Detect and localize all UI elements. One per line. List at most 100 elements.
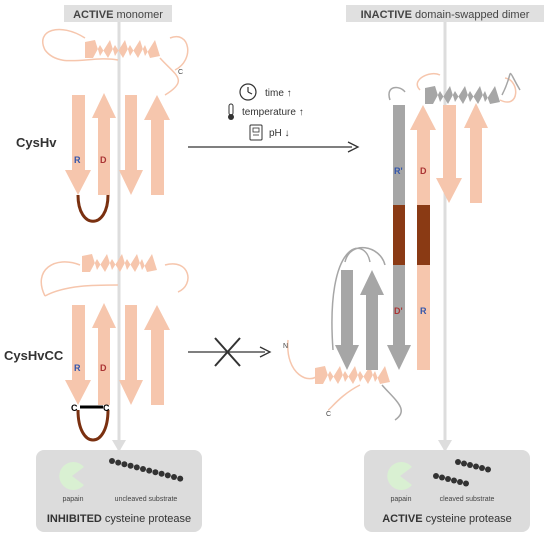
residue-d: D (100, 155, 107, 165)
substrate-bead (451, 477, 457, 484)
thermometer-icon (228, 103, 234, 120)
c-terminus-label: C (178, 69, 183, 76)
substrate-bead (121, 461, 128, 468)
substrate-bead (158, 470, 165, 477)
papain-icon (59, 462, 84, 490)
panel-title: ACTIVE cysteine protease (382, 513, 512, 525)
cross-icon (214, 337, 241, 367)
cyshvcc-label: CysHvCC (4, 348, 64, 363)
substrate-bead (467, 462, 473, 468)
residue-r-prime: R' (394, 166, 403, 176)
substrate-bead (433, 473, 439, 479)
cyshv-label: CysHv (16, 135, 57, 150)
substrate-bead (479, 465, 485, 471)
strand-d-peach-up (410, 105, 436, 205)
substrate-bead (177, 475, 184, 482)
substrate-bead (109, 458, 115, 464)
enzyme-label: papain (390, 496, 411, 503)
dimer-structure: R' D D' R N C (283, 72, 521, 421)
substrate-chain-cleaved (433, 459, 491, 487)
dark-loop (76, 194, 110, 223)
residue-r: R (74, 155, 81, 165)
alpha-helix (315, 366, 390, 384)
substrate-bead (473, 463, 479, 470)
clock-icon (239, 83, 257, 101)
enzyme-label: papain (62, 496, 83, 503)
loop-line (44, 284, 119, 297)
blocked-arrowhead (259, 346, 272, 358)
alpha-helix (82, 254, 157, 272)
condition-temperature: temperature ↑ (242, 107, 304, 118)
substrate-bead (164, 472, 171, 479)
left-axis-arrowhead (112, 440, 126, 452)
inhibited-panel: papain uncleaved substrate INHIBITED cys… (36, 450, 202, 532)
strand-brown-segment (417, 205, 430, 265)
beta-strand-d-up (92, 93, 116, 195)
substrate-bead (439, 474, 445, 481)
substrate-bead (127, 462, 134, 469)
left-header: ACTIVE monomer (73, 9, 163, 21)
beta-strand-down (436, 105, 462, 203)
cyshvcc-monomer: C C R D (40, 254, 189, 442)
substrate-bead (457, 479, 463, 485)
strand-r-peach-bottom (417, 265, 430, 370)
cyshv-monomer: R D C (42, 28, 189, 223)
substrate-bead (455, 459, 461, 465)
strand-brown-segment (393, 205, 405, 265)
substrate-chain-uncleaved (109, 458, 184, 482)
active-panel: papain cleaved substrate ACTIVE cysteine… (364, 450, 530, 532)
substrate-bead (171, 474, 177, 480)
beta-strand-down (119, 305, 143, 405)
residue-d-prime: D' (394, 306, 403, 316)
beta-strand-gray-down (335, 270, 359, 370)
conversion-arrowhead (347, 141, 360, 153)
residue-d: D (420, 166, 427, 176)
right-header-box (346, 5, 544, 22)
beta-strand-up (144, 95, 170, 195)
beta-strand-up (464, 103, 488, 203)
beta-strand-r-down (65, 95, 91, 195)
substrate-bead (445, 476, 451, 482)
substrate-bead (146, 467, 153, 474)
residue-r: R (74, 363, 81, 373)
right-axis-arrowhead (438, 440, 452, 452)
beta-strand-d-up (92, 303, 116, 405)
c-terminus-label: C (326, 411, 331, 418)
substrate-bead (133, 464, 140, 471)
condition-ph: pH ↓ (269, 128, 290, 139)
beta-strand-up (144, 305, 170, 405)
left-header-box (64, 5, 172, 22)
loop-line (388, 72, 521, 101)
alpha-helix (85, 40, 160, 58)
papain-icon (387, 462, 412, 490)
beta-strand-r-down (65, 305, 91, 405)
beta-strand-down (119, 95, 143, 195)
residue-r: R (420, 306, 427, 316)
n-terminus-label: N (283, 343, 288, 350)
dark-loop (76, 409, 110, 442)
right-header: INACTIVE domain-swapped dimer (361, 9, 530, 21)
substrate-label: cleaved substrate (440, 496, 495, 503)
ph-meter-icon (249, 124, 263, 141)
disulfide-c-left: C (71, 403, 78, 413)
strand-d-prime-gray-down (387, 265, 411, 370)
substrate-label: uncleaved substrate (115, 496, 178, 503)
loop-line (381, 384, 402, 421)
residue-d: D (100, 363, 107, 373)
substrate-bead (461, 460, 467, 467)
loop-line (159, 57, 179, 96)
substrate-bead (485, 466, 491, 473)
substrate-bead (140, 466, 146, 472)
alpha-helix-gray (425, 86, 500, 104)
loop-line (42, 28, 189, 71)
loop-line (331, 246, 386, 351)
strand-r-prime-gray-top (393, 105, 405, 205)
panel-title: INHIBITED cysteine protease (47, 513, 191, 525)
loop-line (40, 261, 189, 297)
substrate-bead (115, 459, 122, 466)
beta-strand-gray-up (360, 270, 384, 370)
substrate-bead (463, 480, 469, 487)
condition-time: time ↑ (265, 88, 292, 99)
disulfide-c-right: C (103, 403, 110, 413)
